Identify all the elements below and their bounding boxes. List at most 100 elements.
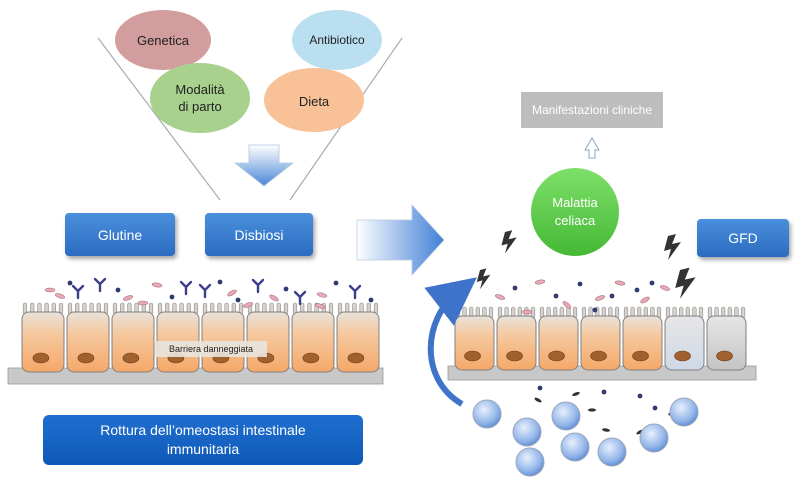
particle-dot (601, 389, 607, 395)
bacterium (316, 292, 328, 298)
barriera-label-box (155, 341, 267, 357)
epithelial-cell (706, 306, 747, 371)
gfd-box: GFD (697, 219, 789, 257)
bacterium (660, 285, 670, 291)
curved-arrow (424, 277, 477, 407)
particle-dot (649, 280, 655, 286)
modalita-bubble (150, 63, 250, 133)
antigen (198, 283, 212, 299)
bacterium (640, 296, 650, 304)
modalita-label: Modalità di parto (150, 80, 250, 116)
manifestazioni-box (521, 92, 663, 128)
immune-cell (597, 437, 627, 467)
bacterium (137, 300, 149, 306)
nucleus (347, 352, 365, 364)
manifestazioni-label: Manifestazioni cliniche (531, 103, 653, 117)
particle-dot (637, 393, 643, 399)
dieta-label: Dieta (298, 93, 330, 109)
bacterium (534, 279, 546, 285)
antigen (348, 284, 362, 300)
antigen (71, 284, 85, 300)
footer-banner: Rottura dell’omeostasi intestinale immun… (43, 415, 363, 465)
particle-dot (512, 285, 518, 291)
cytokine (602, 428, 610, 432)
antigen (293, 290, 307, 306)
immune-cell (639, 423, 669, 453)
glutine-box: Glutine (65, 213, 175, 256)
nucleus (464, 350, 481, 362)
particles (44, 277, 676, 435)
epithelial-cell (454, 306, 495, 371)
bacterium (521, 309, 533, 315)
antigen (251, 278, 265, 294)
particle-dot (634, 287, 640, 293)
antibiotico-label: Antibiotico (309, 33, 365, 47)
lightning-bolts (476, 230, 696, 299)
epithelial-cell (336, 302, 380, 373)
nucleus (32, 352, 50, 364)
nucleus (122, 352, 140, 364)
genetica-label: Genetica (136, 32, 190, 48)
epithelial-cell (622, 306, 663, 371)
epithelial-cell (111, 302, 155, 373)
lightning-bolt (675, 267, 696, 299)
footer-line2: immunitaria (166, 441, 240, 457)
bacterium (55, 293, 65, 299)
antigen (179, 280, 193, 296)
immune-cell (551, 401, 581, 431)
bacterium (123, 295, 133, 301)
right-arrow (356, 203, 445, 277)
immune-cells (472, 397, 699, 477)
epithelial-cell (246, 302, 290, 373)
bacterium (614, 280, 626, 286)
epithelial-cell (496, 306, 537, 371)
nucleus (716, 350, 733, 362)
celiac-circle (531, 168, 619, 256)
nucleus (77, 352, 95, 364)
nucleus (590, 350, 607, 362)
epithelial-cell (580, 306, 621, 371)
cytokine (534, 397, 542, 403)
celiac-label: Malattia celiaca (531, 192, 619, 232)
antibiotico-bubble (292, 10, 382, 70)
nucleus (302, 352, 320, 364)
celiac-line2: celiaca (554, 213, 596, 228)
left-epithelium (21, 302, 380, 373)
immune-cell (560, 432, 590, 462)
epithelial-cell (156, 302, 200, 373)
funnel-line-left (97, 37, 221, 201)
barriera-label: Barriera danneggiata (168, 344, 254, 354)
epithelial-cell (66, 302, 110, 373)
nucleus (674, 350, 691, 362)
immune-cell (472, 399, 502, 429)
cytokine (572, 391, 580, 397)
particle-dot (553, 293, 559, 299)
particle-dot (592, 307, 598, 313)
particle-dot (537, 385, 543, 391)
dieta-bubble (264, 68, 364, 132)
bacterium (269, 294, 279, 302)
epithelial-cell (664, 306, 705, 371)
modalita-line1: Modalità (175, 82, 225, 97)
nucleus (506, 350, 523, 362)
antigen (93, 277, 107, 293)
nucleus (548, 350, 565, 362)
epithelial-cell (291, 302, 335, 373)
right-epithelium (454, 306, 747, 371)
bacterium (315, 303, 325, 309)
up-arrow (584, 137, 600, 159)
particle-dot (577, 281, 583, 287)
bacterium (495, 294, 505, 300)
epithelial-cell (21, 302, 65, 373)
bacterium (44, 287, 56, 293)
particle-dot (217, 279, 223, 285)
bacterium (227, 289, 237, 297)
immune-cell (512, 417, 542, 447)
down-arrow (233, 144, 295, 187)
particle-dot (609, 293, 615, 299)
particle-dot (235, 297, 241, 303)
immune-cell (669, 397, 699, 427)
particle-dot (333, 280, 339, 286)
particle-dot (652, 405, 658, 411)
